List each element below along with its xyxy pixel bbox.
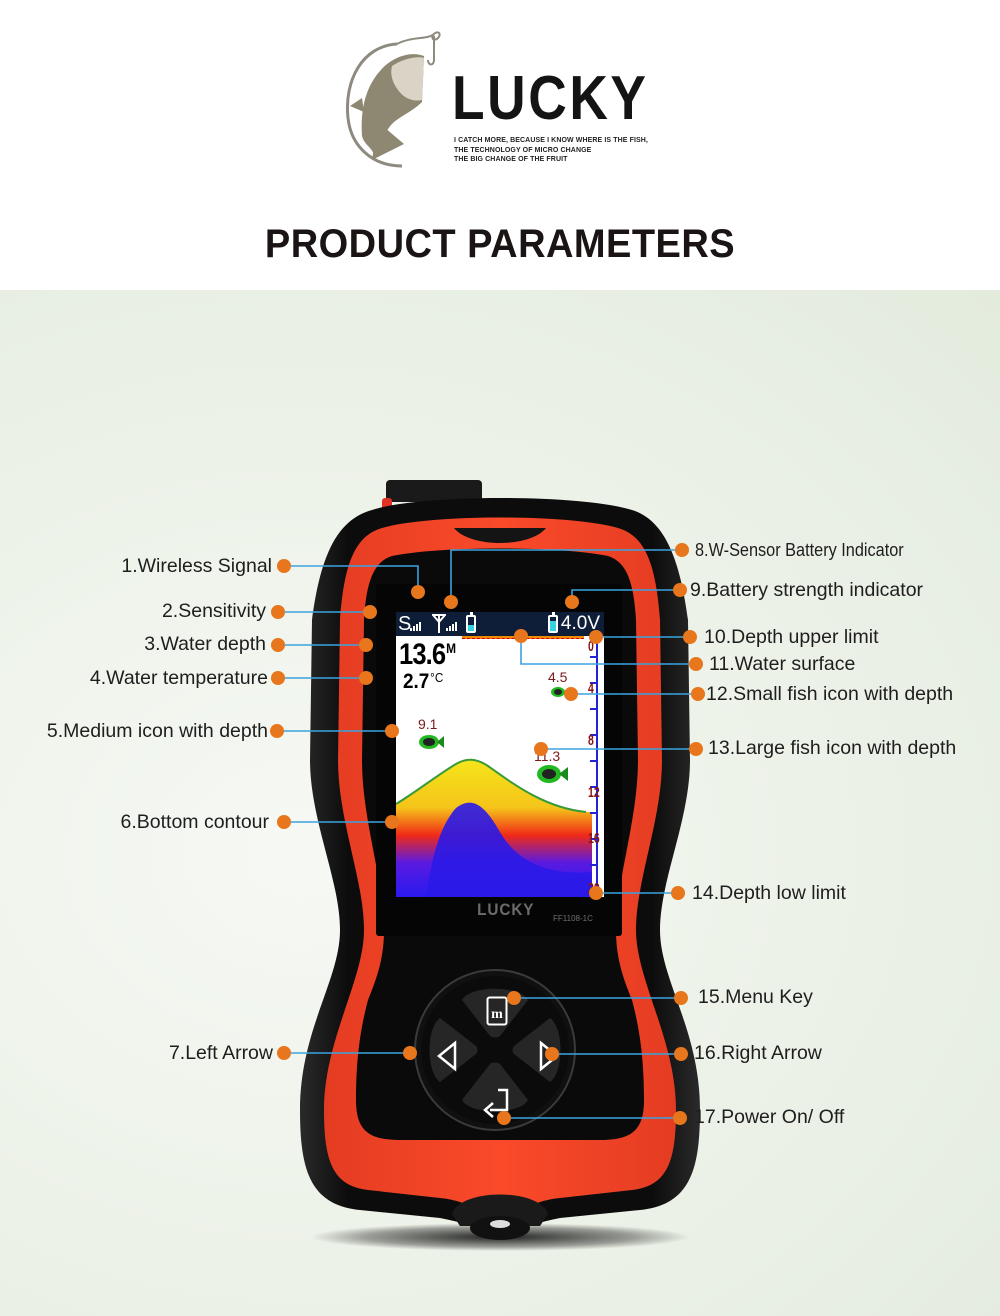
brand-tagline: I CATCH MORE, BECAUSE I KNOW WHERE IS TH… [454, 136, 648, 165]
target-dot-battery-strength [565, 595, 579, 609]
callout-dot [277, 559, 291, 573]
callout-large-fish: 13.Large fish icon with depth [708, 737, 957, 759]
sensitivity-bars-icon [410, 622, 421, 631]
scale-tick [590, 656, 598, 658]
target-dot-depth-low-limit [589, 886, 603, 900]
callout-dot [675, 543, 689, 557]
medium-fish-icon [419, 735, 444, 749]
depth-scale-axis [596, 636, 598, 897]
bottom-contour-graphic [396, 758, 592, 897]
small-fish-depth: 4.5 [548, 669, 568, 685]
scale-label: 8 [588, 732, 594, 749]
scale-tick [590, 864, 598, 866]
callout-battery-strength: 9.Battery strength indicator [690, 579, 924, 601]
target-dot-large-fish [534, 742, 548, 756]
device-battery-icon [548, 612, 558, 633]
tagline-line: THE TECHNOLOGY OF MICRO CHANGE [454, 146, 592, 154]
callout-depth-upper-limit: 10.Depth upper limit [704, 626, 879, 648]
scale-label: 0 [588, 638, 594, 655]
scale-tick [590, 812, 598, 814]
target-dot-bottom-contour [385, 815, 399, 829]
depth-value: 13.6 [399, 638, 446, 671]
callout-right-arrow: 16.Right Arrow [694, 1042, 822, 1064]
bezel-brand: LUCKY [477, 900, 535, 919]
callout-left-arrow: 7.Left Arrow [168, 1042, 273, 1064]
callout-medium-fish: 5.Medium icon with depth [46, 720, 268, 742]
callout-menu-key: 15.Menu Key [698, 986, 813, 1008]
target-dot-wireless-signal [411, 585, 425, 599]
callout-dot [683, 630, 697, 644]
leaping-fish-emblem-icon [345, 31, 441, 168]
header: LUCKY I CATCH MORE, BECAUSE I KNOW WHERE… [0, 0, 1000, 290]
target-dot-depth-upper-limit [589, 630, 603, 644]
temperature-value: 2.7 [403, 670, 430, 693]
screen-status-bar: S 4.0V [396, 612, 604, 636]
model-number: FF1108-1C [553, 914, 593, 923]
target-dot-small-fish [564, 687, 578, 701]
medium-fish-depth: 9.1 [418, 716, 438, 732]
water-temperature-readout: 2.7°C [403, 670, 443, 694]
scale-tick [590, 708, 598, 710]
target-dot-sensor-battery [444, 595, 458, 609]
callout-dot [689, 657, 703, 671]
brand-wordmark: LUCKY [452, 64, 649, 133]
callout-dot [277, 1046, 291, 1060]
callout-sensitivity: 2.Sensitivity [161, 600, 266, 622]
target-dot-water-depth [359, 638, 373, 652]
callout-dot [271, 671, 285, 685]
target-dot-menu-key [507, 991, 521, 1005]
target-dot-power [497, 1111, 511, 1125]
callout-sensor-battery: 8.W-Sensor Battery Indicator [695, 539, 904, 560]
callout-bottom-contour: 6.Bottom contour [120, 811, 270, 833]
scale-tick [590, 838, 598, 840]
target-dot-medium-fish [385, 724, 399, 738]
scale-label: 4 [588, 680, 594, 697]
antenna-icon [432, 614, 446, 633]
callout-depth-low-limit: 14.Depth low limit [692, 882, 846, 904]
callout-power: 17.Power On/ Off [694, 1106, 845, 1128]
callout-dot [271, 605, 285, 619]
scale-label: 16 [588, 830, 600, 847]
callout-water-surface: 11.Water surface [709, 653, 856, 675]
callout-wireless-signal: 1.Wireless Signal [121, 555, 272, 577]
scale-tick [590, 682, 598, 684]
depth-unit: M [446, 640, 456, 656]
callout-water-temperature: 4.Water temperature [89, 667, 268, 689]
tagline-line: THE BIG CHANGE OF THE FRUIT [454, 156, 568, 163]
scale-tick [590, 786, 598, 788]
target-dot-left-arrow [403, 1046, 417, 1060]
large-fish-icon [537, 765, 568, 783]
water-depth-readout: 13.6M [399, 638, 456, 672]
callout-dot [674, 1047, 688, 1061]
target-dot-right-arrow [545, 1047, 559, 1061]
battery-voltage: 4.0V [560, 613, 600, 634]
callout-small-fish: 12.Small fish icon with depth [706, 683, 954, 705]
callout-dot [691, 687, 705, 701]
sensitivity-indicator: S [398, 613, 412, 635]
sensor-battery-icon [466, 612, 476, 633]
tagline-line: I CATCH MORE, BECAUSE I KNOW WHERE IS TH… [454, 137, 648, 144]
scale-tick [590, 734, 598, 736]
target-dot-water-temperature [359, 671, 373, 685]
callout-dot [673, 1111, 687, 1125]
callout-water-depth: 3.Water depth [144, 633, 266, 655]
callout-dot [674, 991, 688, 1005]
scale-tick [590, 760, 598, 762]
scale-label: 12 [588, 784, 600, 801]
callout-dot [673, 583, 687, 597]
temperature-unit: °C [430, 670, 444, 685]
target-dot-sensitivity [363, 605, 377, 619]
page-title: PRODUCT PARAMETERS [264, 222, 736, 266]
brand-logo: LUCKY I CATCH MORE, BECAUSE I KNOW WHERE… [342, 26, 652, 176]
callout-dot [671, 886, 685, 900]
signal-bars-icon [446, 622, 457, 631]
callout-dot [270, 724, 284, 738]
callout-dot [271, 638, 285, 652]
callout-dot [277, 815, 291, 829]
target-dot-water-surface [514, 629, 528, 643]
callout-dot [689, 742, 703, 756]
